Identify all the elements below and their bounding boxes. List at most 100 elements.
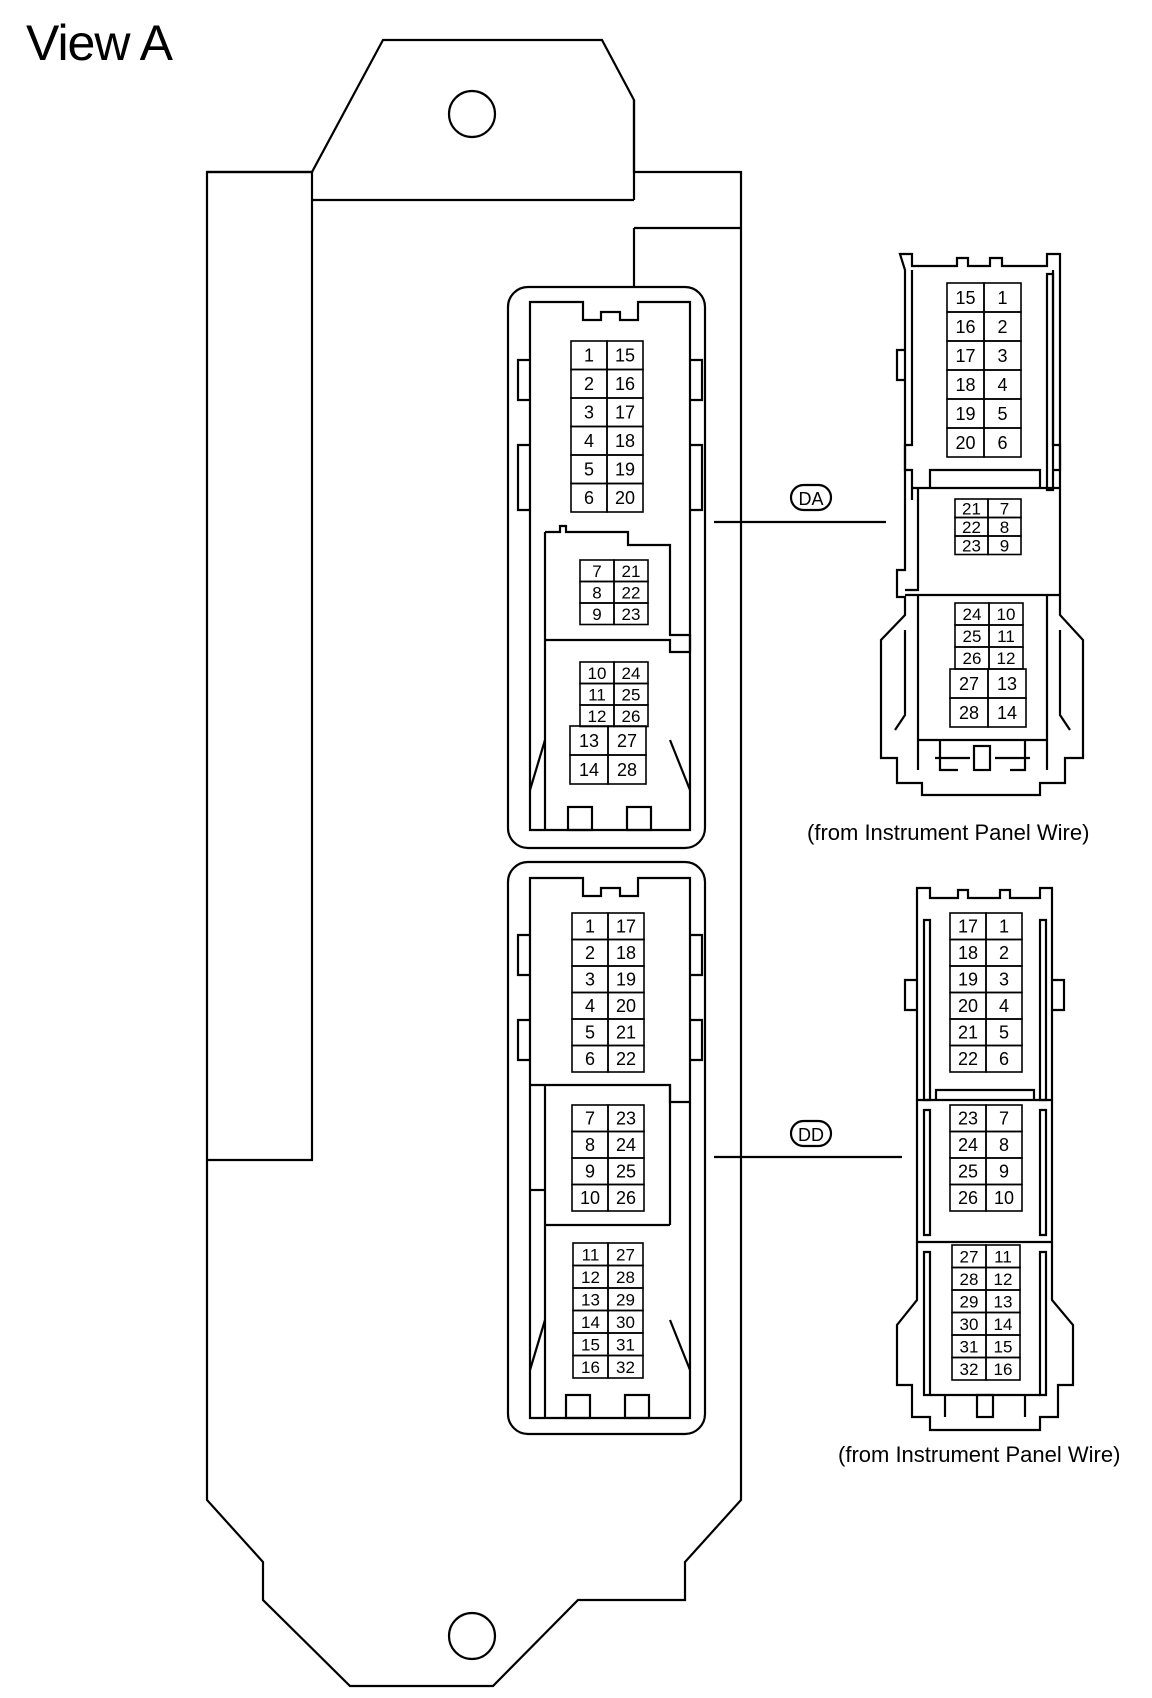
pin-number: 22 <box>616 1049 636 1069</box>
pin-number: 22 <box>962 518 981 537</box>
pin-number: 21 <box>962 499 981 518</box>
pin-number: 15 <box>955 288 975 308</box>
pin-number: 26 <box>958 1188 978 1208</box>
pin-number: 13 <box>994 1292 1013 1311</box>
pin-number: 13 <box>997 674 1017 694</box>
pin-number: 24 <box>963 605 982 624</box>
pin-cell <box>987 535 1022 556</box>
pin-number: 27 <box>617 731 637 751</box>
pin-number: 30 <box>960 1315 979 1334</box>
connector-da-housing <box>879 252 1085 797</box>
pin-number: 19 <box>955 404 975 424</box>
pin-number: 1 <box>585 917 595 937</box>
mount-hole-top <box>447 89 497 139</box>
pin-number: 3 <box>997 346 1007 366</box>
pin-number: 21 <box>622 562 641 581</box>
pin-number: 26 <box>616 1188 636 1208</box>
pin-cell <box>983 427 1022 458</box>
view-title: View A <box>26 15 173 71</box>
pin-number: 18 <box>955 375 975 395</box>
pin-number: 2 <box>584 374 594 394</box>
da-code-label: DA <box>798 489 823 509</box>
pin-number: 3 <box>584 403 594 423</box>
pin-number: 19 <box>958 970 978 990</box>
pin-number: 20 <box>616 996 636 1016</box>
pin-number: 25 <box>958 1162 978 1182</box>
pin-number: 32 <box>616 1358 635 1377</box>
pin-number: 5 <box>997 404 1007 424</box>
pin-number: 16 <box>994 1360 1013 1379</box>
pin-number: 18 <box>615 431 635 451</box>
pin-number: 25 <box>622 685 641 704</box>
pin-number: 2 <box>585 943 595 963</box>
pin-number: 16 <box>955 317 975 337</box>
pin-number: 22 <box>958 1049 978 1069</box>
pin-number: 12 <box>581 1268 600 1287</box>
pin-cell <box>607 1044 645 1073</box>
pin-number: 5 <box>584 460 594 480</box>
pin-number: 6 <box>585 1049 595 1069</box>
pin-number: 29 <box>616 1290 635 1309</box>
connector-da-pin-block: 24 10 25 11 26 12 <box>954 602 1024 670</box>
ecu-inner-left-panel <box>207 170 314 1162</box>
pin-number: 15 <box>615 346 635 366</box>
connector-dd-caption: (from Instrument Panel Wire) <box>838 1442 1121 1467</box>
pin-number: 24 <box>622 664 641 683</box>
pin-number: 29 <box>960 1292 979 1311</box>
pin-number: 31 <box>960 1337 979 1356</box>
pin-number: 9 <box>592 605 601 624</box>
pin-cell <box>607 754 647 785</box>
pin-number: 25 <box>963 627 982 646</box>
pin-number: 18 <box>958 943 978 963</box>
pin-number: 20 <box>955 433 975 453</box>
pin-number: 18 <box>616 943 636 963</box>
pin-cell <box>606 482 644 513</box>
pin-number: 11 <box>997 627 1015 646</box>
pin-number: 8 <box>1000 518 1009 537</box>
pin-number: 14 <box>994 1315 1013 1334</box>
pin-number: 9 <box>999 1162 1009 1182</box>
pin-number: 4 <box>999 996 1009 1016</box>
pin-number: 26 <box>622 707 641 726</box>
pin-number: 15 <box>994 1337 1013 1356</box>
pin-number: 2 <box>999 943 1009 963</box>
pin-number: 17 <box>958 917 978 937</box>
pin-number: 23 <box>962 536 981 555</box>
pin-cell <box>987 697 1027 728</box>
pin-number: 11 <box>582 1245 600 1264</box>
pin-number: 14 <box>581 1313 600 1332</box>
pin-number: 13 <box>579 731 599 751</box>
pin-number: 19 <box>615 460 635 480</box>
pin-number: 4 <box>584 431 594 451</box>
ecu-housing-outline <box>205 38 743 1688</box>
pin-number: 3 <box>585 970 595 990</box>
pin-number: 12 <box>588 707 607 726</box>
pin-number: 4 <box>997 375 1007 395</box>
pin-number: 14 <box>997 703 1017 723</box>
pin-number: 26 <box>963 649 982 668</box>
pin-number: 22 <box>622 583 641 602</box>
pin-number: 20 <box>958 996 978 1016</box>
pin-number: 16 <box>581 1358 600 1377</box>
pin-number: 10 <box>994 1188 1014 1208</box>
ecu-connector-upper-outline <box>506 285 707 850</box>
pin-cell <box>985 1044 1023 1073</box>
pin-number: 20 <box>615 488 635 508</box>
pin-number: 6 <box>584 488 594 508</box>
pin-number: 4 <box>585 996 595 1016</box>
pin-number: 23 <box>616 1109 636 1129</box>
pin-number: 5 <box>999 1023 1009 1043</box>
pin-number: 12 <box>997 649 1016 668</box>
pin-number: 27 <box>616 1245 635 1264</box>
pin-cell <box>607 1183 645 1212</box>
pin-number: 13 <box>581 1290 600 1309</box>
pin-number: 8 <box>999 1135 1009 1155</box>
dd-code-badge <box>789 1119 833 1148</box>
pin-number: 10 <box>997 605 1016 624</box>
